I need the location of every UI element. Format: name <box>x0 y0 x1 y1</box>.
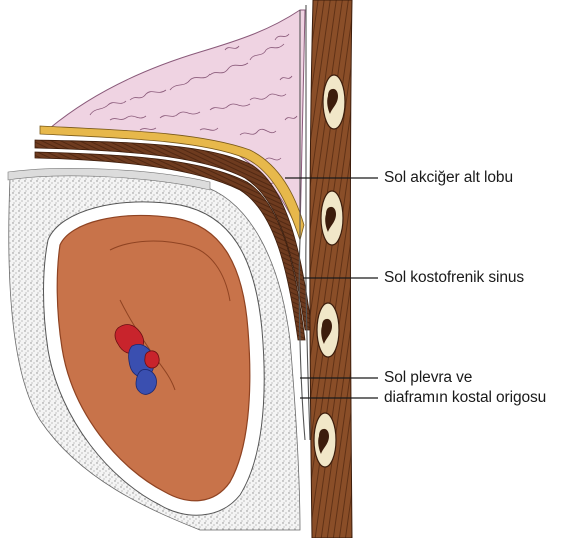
label-pleura-line1: Sol plevra ve <box>384 369 472 387</box>
rib <box>317 303 339 357</box>
rib <box>321 191 343 245</box>
label-pleura-line2: diaframın kostal origosu <box>384 389 546 407</box>
costal-pleura <box>306 5 310 440</box>
label-costophrenic-sinus: Sol kostofrenik sinus <box>384 269 524 287</box>
label-lower-lobe: Sol akciğer alt lobu <box>384 169 513 187</box>
rib <box>323 75 345 129</box>
rib <box>314 413 336 467</box>
